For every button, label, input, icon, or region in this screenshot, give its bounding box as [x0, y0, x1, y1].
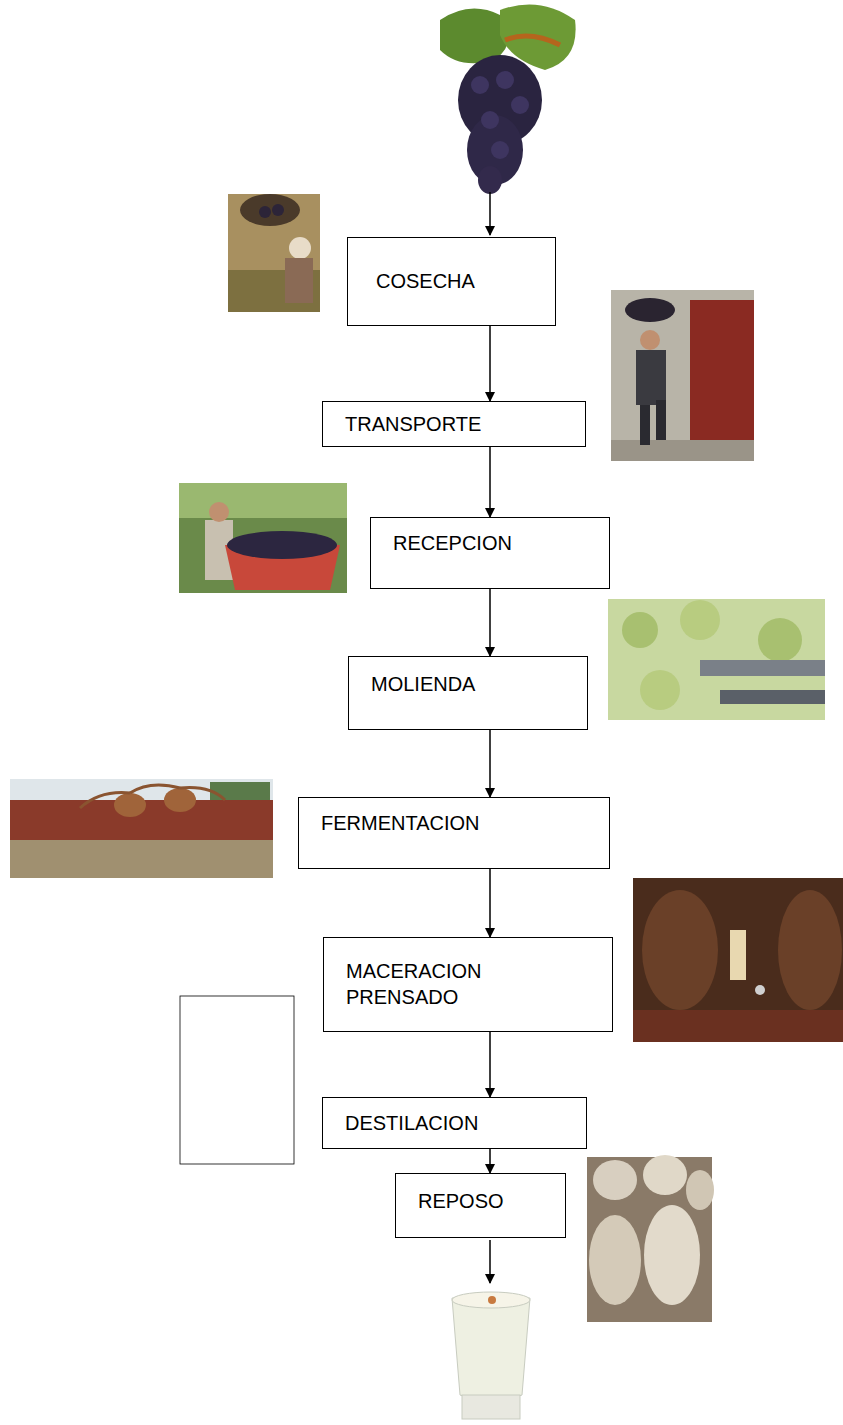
- process-label: REPOSO: [418, 1188, 504, 1214]
- process-label: DESTILACION: [345, 1110, 478, 1136]
- process-label: TRANSPORTE: [345, 411, 481, 437]
- distillation-box: DESTILACION: [322, 1097, 587, 1149]
- process-label: COSECHA: [376, 268, 475, 294]
- blank-note: [180, 996, 294, 1164]
- transport-photo: [611, 290, 754, 461]
- transport-box: TRANSPORTE: [322, 401, 586, 447]
- reception-photo: [179, 483, 347, 593]
- flow-arrow: [489, 589, 491, 656]
- flow-arrow: [489, 447, 491, 517]
- flow-arrow: [489, 869, 491, 937]
- flow-arrow: [489, 1149, 491, 1173]
- maceration-box: MACERACION PRENSADO: [323, 937, 613, 1032]
- harvest-box: COSECHA: [347, 237, 556, 326]
- grape-bunch: [440, 4, 576, 194]
- fermentation-photo: [10, 779, 273, 878]
- rest-box: REPOSO: [395, 1173, 566, 1238]
- fermentation-box: FERMENTACION: [298, 797, 610, 869]
- barrels-photo: [633, 878, 843, 1042]
- harvest-photo: [228, 194, 320, 312]
- clay-jars-photo: [587, 1155, 714, 1322]
- process-label: FERMENTACION: [321, 810, 480, 836]
- process-label: RECEPCION: [393, 530, 512, 556]
- process-label: MACERACION PRENSADO: [346, 958, 588, 1010]
- crushing-photo: [608, 599, 825, 720]
- flow-arrow: [489, 1032, 491, 1097]
- flow-arrow: [489, 326, 491, 401]
- pisco-sour-glass: [452, 1292, 530, 1419]
- process-label: MOLIENDA: [371, 671, 475, 697]
- reception-box: RECEPCION: [370, 517, 610, 589]
- crushing-box: MOLIENDA: [348, 656, 588, 730]
- flow-arrow: [489, 730, 491, 797]
